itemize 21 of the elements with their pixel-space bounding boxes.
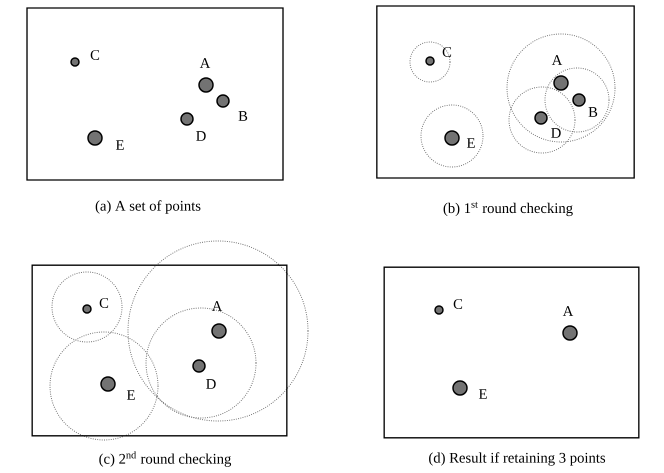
point-label: E bbox=[126, 390, 135, 400]
panel-caption: (c) 2$^{nd}$ round checking bbox=[99, 451, 232, 467]
point-label: C bbox=[442, 47, 452, 57]
point-label: D bbox=[551, 128, 561, 138]
point-label: E bbox=[478, 389, 487, 399]
point-label: C bbox=[100, 298, 108, 308]
panel-caption: (b) 1$^{st}$ round checking bbox=[444, 202, 573, 216]
point-label: E bbox=[116, 140, 124, 150]
point-label: C bbox=[454, 299, 462, 309]
point-label: C bbox=[90, 50, 100, 60]
point-label: A bbox=[212, 301, 222, 311]
point-label: B bbox=[238, 111, 248, 121]
point-label: E bbox=[466, 138, 475, 148]
point-label: D bbox=[206, 379, 216, 389]
point-label: B bbox=[588, 107, 598, 117]
panel-caption: (d) Result if retaining 3 points bbox=[429, 452, 606, 466]
point-label: D bbox=[196, 131, 206, 141]
point-label: A bbox=[552, 55, 562, 65]
point-label: A bbox=[562, 306, 574, 316]
panel-caption: (a) A set of points bbox=[96, 200, 200, 214]
point-label: A bbox=[200, 58, 210, 68]
